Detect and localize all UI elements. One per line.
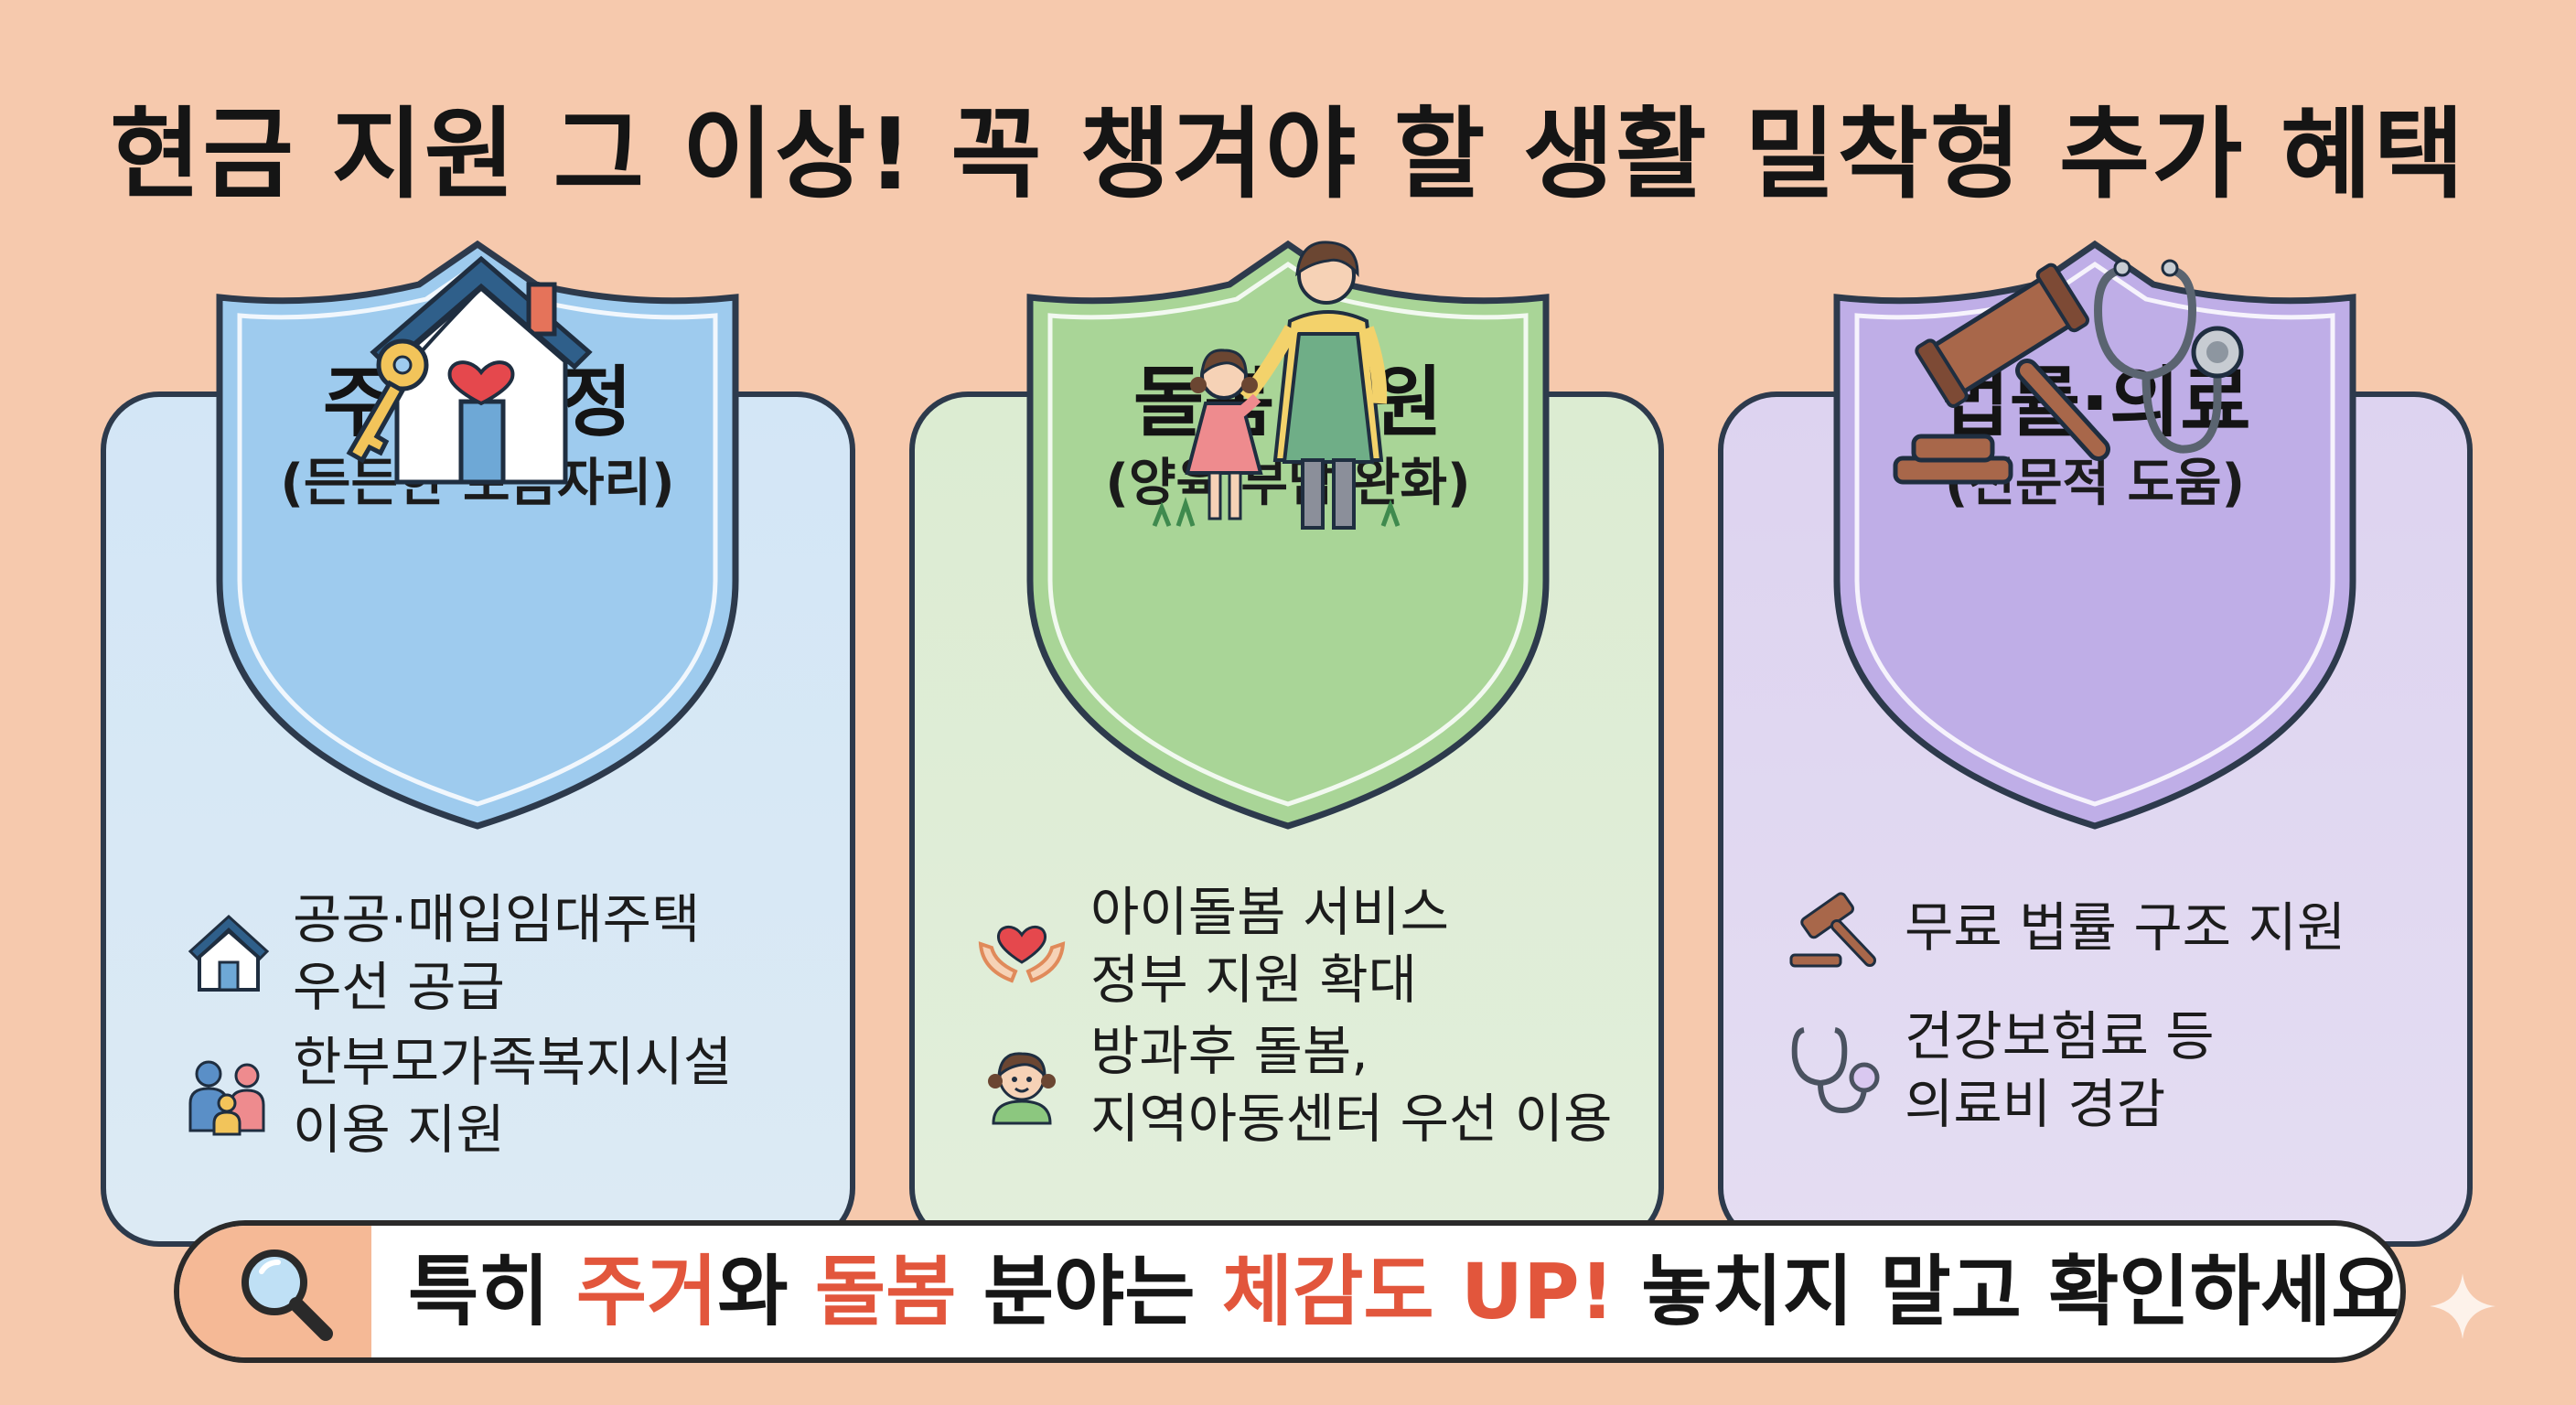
banner-highlight-up: 체감도 UP! [1221,1247,1615,1336]
gavel-and-stethoscope-icon [1893,259,2244,485]
medical-item-2: 건강보험료 등 의료비 경감 [1786,1003,2215,1138]
banner-text-1: 특히 [408,1247,576,1336]
banner-highlight-housing: 주거 [575,1247,718,1336]
care-item-2-line2: 지역아동센터 우선 이용 [1090,1088,1613,1150]
housing-item-2-line2: 이용 지원 [293,1099,505,1161]
housing-item-1-line1: 공공·매입임대주택 [293,888,701,950]
banner-message: 특히 주거와 돌봄 분야는 체감도 UP! 놓치지 말고 확인하세요. [408,1226,2406,1357]
care-item-1: 아이돌봄 서비스 정부 지원 확대 [973,878,1449,1014]
hands-heart-icon [978,926,1066,983]
legal-item-1-line1: 무료 법률 구조 지원 [1905,896,2346,959]
care-shield: 돌봄 지원 (양육 부담 완화) [1017,233,1559,837]
banner-text-3: 분야는 [956,1247,1222,1336]
housing-item-1-line2: 우선 공급 [293,956,505,1018]
care-item-1-line2: 정부 지원 확대 [1090,949,1418,1011]
magnifier-icon [242,1249,333,1341]
gavel-icon [1789,892,1876,968]
house-with-key-icon [346,255,593,485]
care-item-1-line1: 아이돌봄 서비스 [1090,881,1449,943]
sparkle-icon [2430,1273,2496,1339]
banner-text-4: 놓치지 말고 확인하세요. [1614,1247,2406,1336]
housing-shield: 주거 안정 (든든한 보금자리) [207,233,748,837]
legal-item-1: 무료 법률 구조 지원 [1786,884,2345,971]
house-icon [188,914,270,992]
mother-and-child-icon [1152,241,1401,530]
housing-item-1: 공공·매입임대주택 우선 공급 [185,885,700,1021]
banner-highlight-care: 돌봄 [814,1247,957,1336]
page-title: 현금 지원 그 이상! 꼭 챙겨야 할 생활 밀착형 추가 혜택 [110,98,2466,212]
banner-text-2: 와 [717,1247,815,1336]
medical-item-2-line2: 의료비 경감 [1905,1073,2166,1135]
care-item-2: 방과후 돌봄, 지역아동센터 우선 이용 [973,1017,1612,1153]
medical-item-2-line1: 건강보험료 등 [1905,1005,2215,1067]
care-item-2-line1: 방과후 돌봄, [1090,1020,1368,1082]
family-icon [188,1060,265,1136]
legal-medical-shield: 법률·의료 (전문적 도움) [1824,233,2366,837]
bottom-banner: 특히 주거와 돌봄 분야는 체감도 UP! 놓치지 말고 확인하세요. [174,1220,2406,1363]
stethoscope-icon [1791,1027,1880,1114]
child-face-icon [988,1052,1056,1125]
housing-item-2-line1: 한부모가족복지시설 [293,1031,733,1093]
housing-item-2: 한부모가족복지시설 이용 지원 [185,1028,732,1164]
